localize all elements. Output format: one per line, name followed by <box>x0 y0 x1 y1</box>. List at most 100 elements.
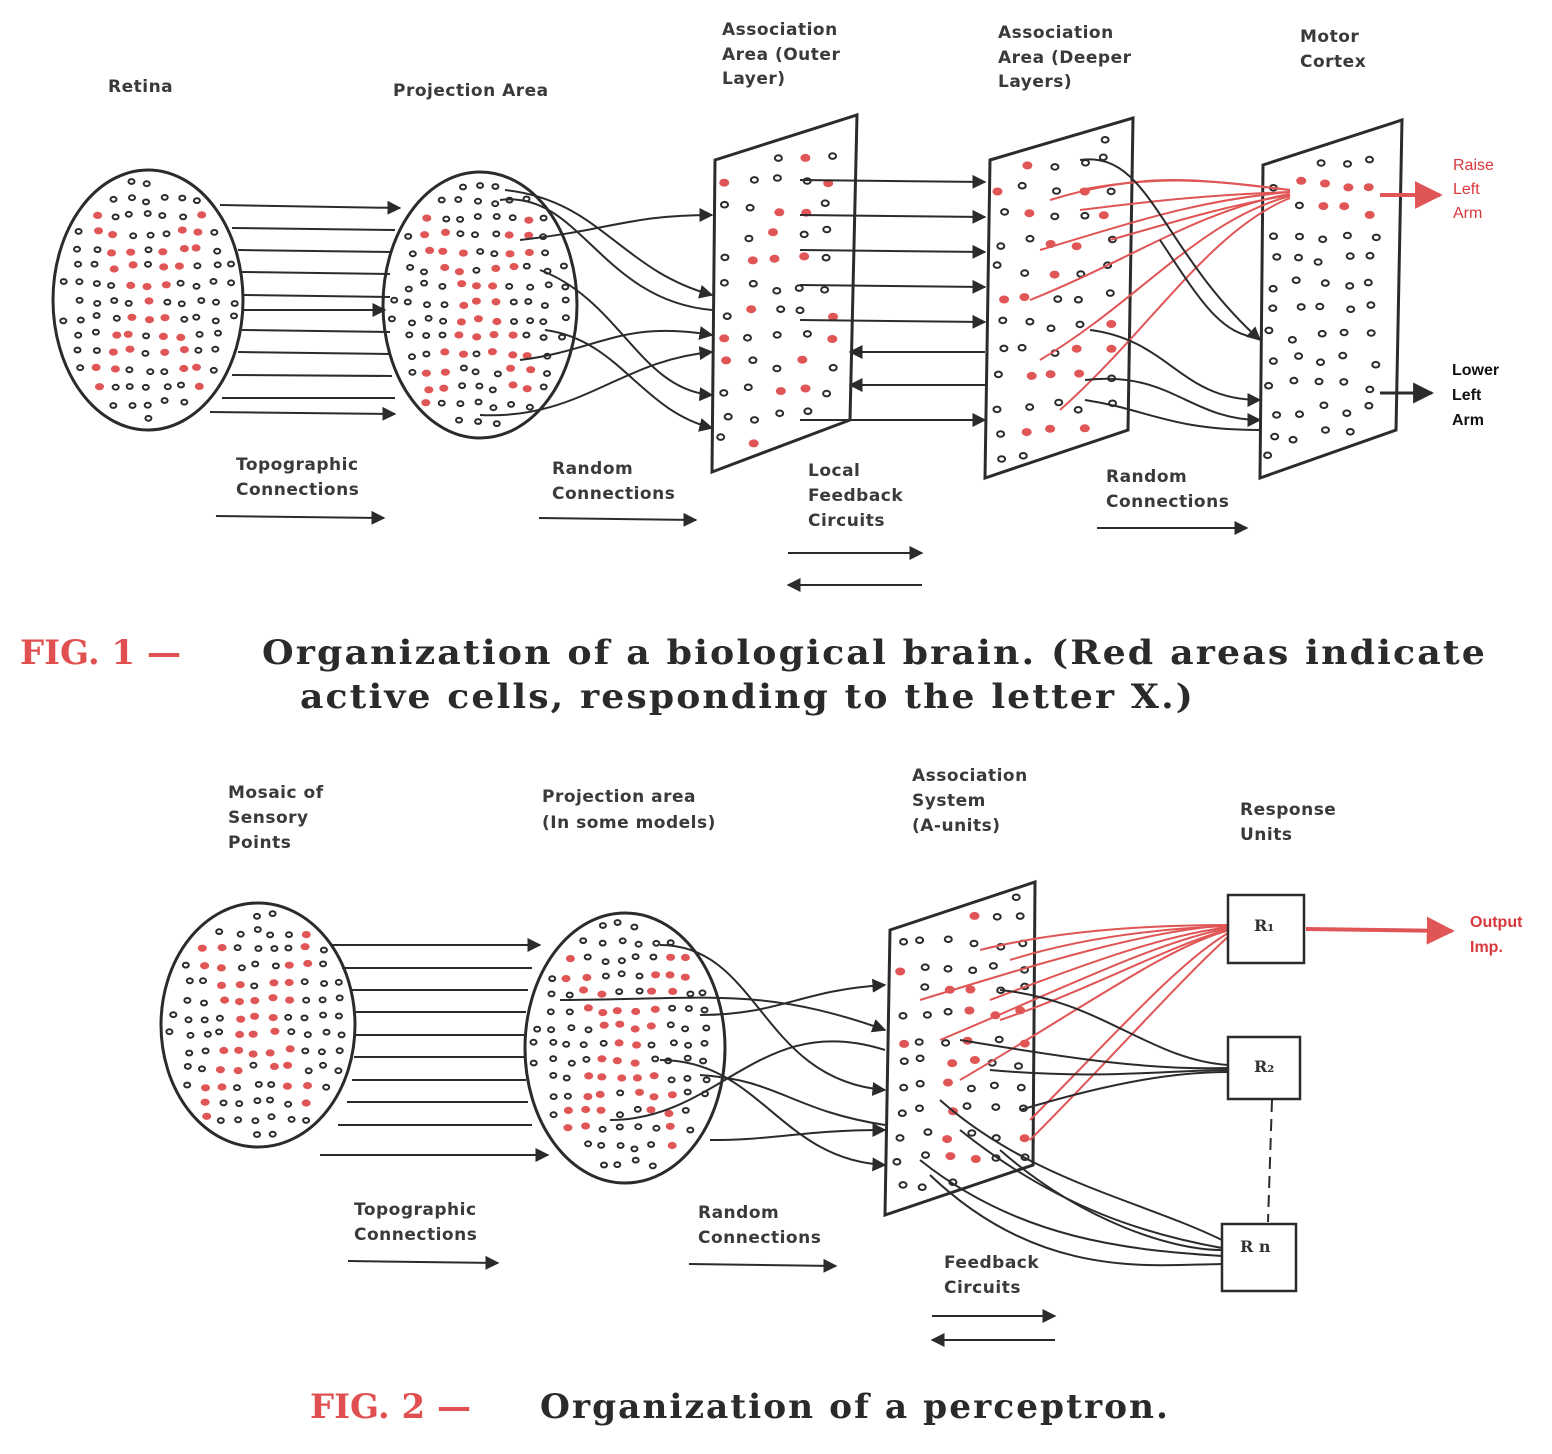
cell <box>775 409 785 418</box>
active-cell <box>719 178 730 187</box>
cell <box>773 154 783 162</box>
cell <box>74 260 82 268</box>
cell <box>251 960 260 968</box>
cell <box>1345 252 1355 260</box>
active-cell <box>522 385 532 393</box>
cell <box>1272 411 1282 419</box>
cell <box>634 940 643 948</box>
cell <box>750 416 759 424</box>
active-cell <box>471 297 481 305</box>
active-cell <box>235 981 245 989</box>
cell <box>772 331 782 339</box>
cell <box>943 1007 953 1016</box>
cell <box>266 931 275 939</box>
cell <box>1016 1083 1026 1092</box>
active-cell <box>649 1093 659 1101</box>
active-cell <box>797 355 808 364</box>
cell <box>474 197 482 205</box>
cell <box>302 996 311 1004</box>
active-cell <box>108 231 118 239</box>
cell <box>999 344 1009 353</box>
cell <box>600 1161 608 1169</box>
cell <box>1018 452 1028 460</box>
active-cell <box>489 331 499 339</box>
cell <box>994 1035 1004 1044</box>
active-cell <box>597 1055 607 1063</box>
cell <box>899 938 909 946</box>
cell <box>1346 305 1356 314</box>
active-cell <box>200 962 210 970</box>
cell <box>702 1076 711 1084</box>
active-cell <box>269 1062 279 1071</box>
cell <box>489 404 498 412</box>
active-cell <box>194 382 204 390</box>
cell <box>440 301 449 309</box>
cell <box>158 212 167 219</box>
cell <box>93 246 102 254</box>
fig2-response-lines <box>919 989 1229 1267</box>
cell <box>1321 426 1330 434</box>
active-cell <box>303 1082 312 1090</box>
active-cell <box>595 1090 605 1098</box>
label-random2-2: Connections <box>1106 492 1229 512</box>
cell <box>820 286 830 294</box>
cell <box>236 930 245 938</box>
cell <box>921 1151 930 1159</box>
fig1-active-connections <box>1029 179 1291 411</box>
cell <box>268 1130 277 1138</box>
cell <box>1366 301 1376 309</box>
cell <box>184 1016 193 1024</box>
cell <box>583 953 592 961</box>
label-assoc-deeper-2: Area (Deeper <box>998 48 1132 68</box>
active-cell <box>91 363 101 371</box>
cell <box>561 296 570 304</box>
active-cell <box>649 1072 659 1080</box>
cell <box>1269 232 1278 240</box>
cell <box>1365 155 1374 164</box>
cell <box>1371 360 1381 369</box>
cell <box>745 203 755 212</box>
label-output-2: Imp. <box>1470 939 1503 956</box>
active-cell <box>506 364 516 372</box>
active-cell <box>235 998 244 1006</box>
cell <box>253 1131 261 1138</box>
cell <box>1103 261 1113 270</box>
cell <box>795 306 805 315</box>
fig1-caption-line2: active cells, responding to the letter X… <box>300 677 1195 717</box>
cell <box>420 268 428 276</box>
active-cell <box>179 245 189 253</box>
active-cell <box>583 1004 593 1012</box>
cell <box>304 1067 313 1075</box>
active-cell <box>191 244 201 252</box>
cell <box>146 368 155 376</box>
active-cell <box>201 1084 210 1092</box>
active-cell <box>964 1006 975 1015</box>
cell <box>1318 235 1328 244</box>
label-assoc-deeper-1: Association <box>998 23 1114 43</box>
active-cell <box>524 216 534 224</box>
active-cell <box>107 249 116 257</box>
cell <box>73 346 82 354</box>
active-cell <box>219 1046 229 1055</box>
label-mosaic-3: Points <box>228 833 291 853</box>
active-cell <box>491 298 501 306</box>
cell <box>562 1074 571 1082</box>
active-cell <box>265 1049 275 1057</box>
label-output-1: Output <box>1470 914 1523 931</box>
cell <box>1073 295 1083 304</box>
motor-panel <box>1258 117 1404 481</box>
active-cell <box>472 333 482 341</box>
cell <box>91 328 100 336</box>
cell <box>201 1047 210 1055</box>
cell <box>820 199 830 207</box>
active-cell <box>440 368 450 376</box>
active-cell <box>128 261 138 269</box>
cell <box>209 278 218 285</box>
cell <box>617 970 626 978</box>
fig1-caption-line1: Organization of a biological brain. (Red… <box>262 633 1487 673</box>
cell <box>335 994 344 1002</box>
cell <box>1319 401 1329 410</box>
active-cell <box>647 987 657 995</box>
cell <box>476 248 485 255</box>
active-cell <box>197 944 207 952</box>
